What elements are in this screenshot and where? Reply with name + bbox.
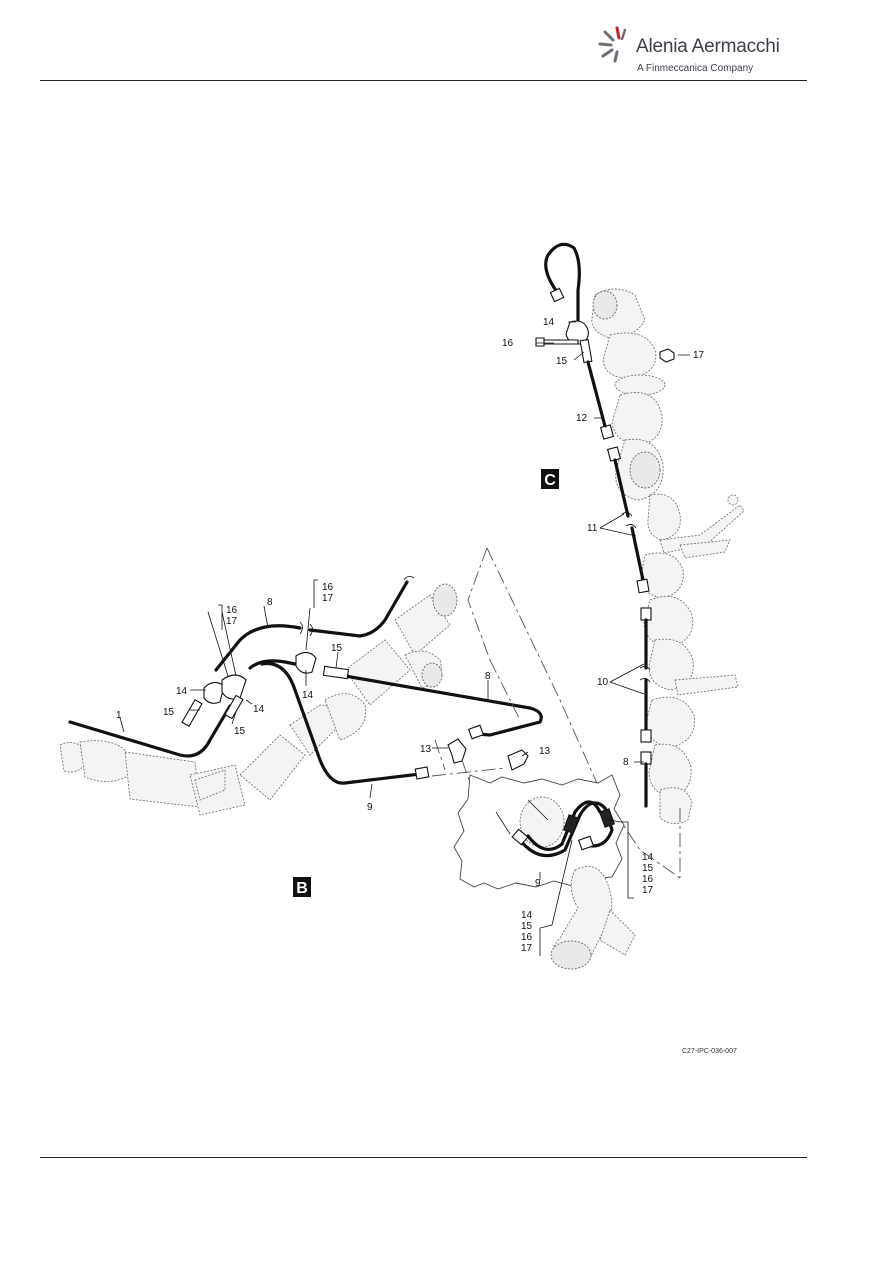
callout-b-15b: 15 bbox=[163, 707, 175, 718]
callout-d-14b: 14 bbox=[521, 910, 533, 921]
view-c-coupling-c bbox=[636, 578, 650, 594]
view-b-clamp-14a bbox=[203, 681, 225, 704]
callout-b-14a: 14 bbox=[176, 686, 188, 697]
brand-name: Alenia Aermacchi bbox=[636, 36, 780, 57]
callout-d-17a: 17 bbox=[642, 885, 654, 896]
callout-b-9: 9 bbox=[367, 802, 373, 813]
callout-b-16b: 16 bbox=[322, 582, 334, 593]
callout-d-17b: 17 bbox=[521, 943, 533, 954]
callout-b-8a: 8 bbox=[267, 597, 273, 608]
callout-c-10: 10 bbox=[597, 677, 609, 688]
header-rule bbox=[40, 80, 807, 81]
view-b-pipe-9 bbox=[260, 661, 422, 785]
view-c-pipe-11 bbox=[613, 458, 645, 582]
view-b-pipe-8-lower bbox=[248, 659, 543, 737]
callout-d-16b: 16 bbox=[521, 932, 533, 943]
callout-b-16a: 16 bbox=[226, 605, 238, 616]
company-logo bbox=[597, 22, 807, 78]
view-c-components bbox=[591, 288, 745, 824]
detail-fitting-a bbox=[511, 828, 529, 846]
view-b-label-box bbox=[293, 877, 311, 897]
view-b-components bbox=[59, 583, 458, 816]
view-c-label: C bbox=[544, 472, 556, 489]
view-b-clamp-14c bbox=[295, 651, 317, 674]
callout-d-16a: 16 bbox=[642, 874, 654, 885]
callout-d-15b: 15 bbox=[521, 921, 533, 932]
detail-clamp-b bbox=[598, 808, 616, 828]
view-c-coupling-d bbox=[640, 607, 652, 621]
detail-clamp-a bbox=[562, 814, 580, 834]
view-b-label: B bbox=[296, 880, 308, 897]
view-c-assembly: C bbox=[535, 242, 745, 878]
callout-c-14: 14 bbox=[543, 317, 555, 328]
callout-d-9: 9 bbox=[535, 878, 541, 889]
figure-reference: C27-IPC-036-007 bbox=[682, 1048, 737, 1055]
callout-c-16: 16 bbox=[502, 338, 514, 349]
view-c-end-fitting bbox=[549, 287, 565, 303]
callout-b-15c: 15 bbox=[234, 726, 246, 737]
view-b-nut-9 bbox=[414, 766, 430, 780]
callout-c-12: 12 bbox=[576, 413, 588, 424]
view-b-sleeve-15c bbox=[322, 665, 350, 680]
callout-b-1: 1 bbox=[116, 710, 122, 721]
view-b-nut-13a bbox=[467, 724, 485, 740]
view-c-nut-17 bbox=[659, 348, 675, 363]
callout-b-13b: 13 bbox=[539, 746, 551, 757]
footer-rule bbox=[40, 1157, 807, 1158]
callout-b-8b: 8 bbox=[485, 671, 491, 682]
view-c-coupling-a bbox=[599, 424, 615, 440]
view-c-pipe-loop bbox=[544, 242, 581, 332]
callout-b-17b: 17 bbox=[322, 593, 334, 604]
callout-b-13a: 13 bbox=[420, 744, 432, 755]
view-b-elbow-13a bbox=[447, 738, 467, 764]
callout-c-11: 11 bbox=[587, 523, 598, 534]
view-c-pipe-12 bbox=[586, 360, 608, 432]
view-c-label-box bbox=[541, 469, 559, 489]
view-b-assembly: B bbox=[59, 576, 543, 897]
view-b-pipe-8-upper bbox=[214, 580, 409, 672]
callout-b-14b: 14 bbox=[253, 704, 265, 715]
view-b-elbow-13b bbox=[507, 749, 529, 771]
brand-tagline: A Finmeccanica Company bbox=[637, 63, 754, 74]
callout-d-15a: 15 bbox=[642, 863, 654, 874]
view-c-coupling-e bbox=[640, 729, 652, 743]
view-b-pipe-1 bbox=[68, 704, 232, 758]
view-b-sleeve-15a bbox=[181, 698, 203, 728]
view-b-clamp-14b bbox=[221, 674, 247, 700]
callout-c-17: 17 bbox=[693, 350, 705, 361]
view-c-sleeve-15 bbox=[579, 338, 593, 364]
callout-b-17a: 17 bbox=[226, 616, 238, 627]
detail-fitting-b bbox=[577, 835, 595, 851]
alenia-aermacchi-rays-logo-icon bbox=[598, 26, 627, 63]
view-b-sleeve-15b bbox=[224, 694, 244, 720]
callout-c-8: 8 bbox=[623, 757, 629, 768]
callout-c-15: 15 bbox=[556, 356, 568, 367]
callout-d-14a: 14 bbox=[642, 852, 654, 863]
callout-b-14c: 14 bbox=[302, 690, 314, 701]
callout-b-15a: 15 bbox=[331, 643, 343, 654]
detail-assembly bbox=[453, 547, 681, 970]
